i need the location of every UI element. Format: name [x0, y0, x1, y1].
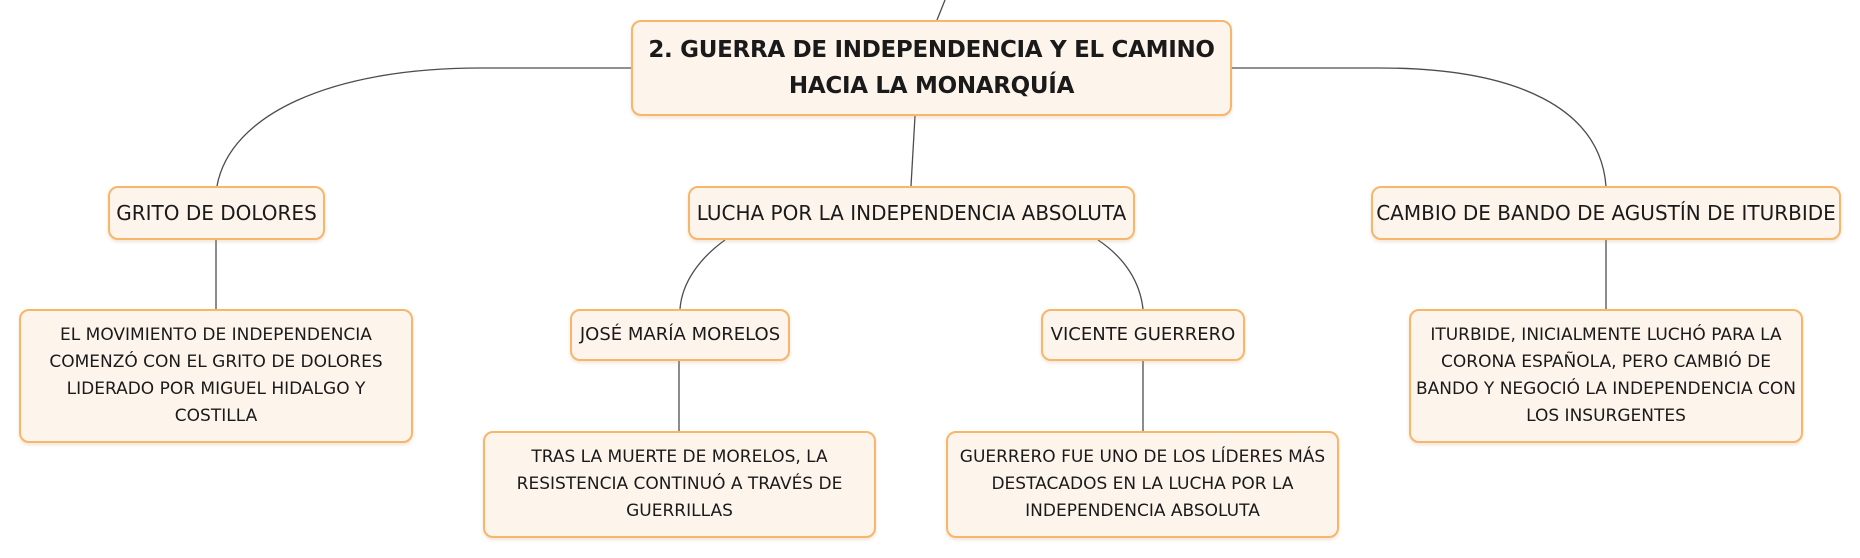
topic-node-lucha-independencia[interactable]: LUCHA POR LA INDEPENDENCIA ABSOLUTA: [688, 186, 1135, 240]
topic-label: CAMBIO DE BANDO DE AGUSTÍN DE ITURBIDE: [1376, 201, 1836, 225]
topic-node-iturbide-description[interactable]: ITURBIDE, INICIALMENTE LUCHÓ PARA LA COR…: [1409, 309, 1803, 443]
topic-node-cambio-de-bando[interactable]: CAMBIO DE BANDO DE AGUSTÍN DE ITURBIDE: [1371, 186, 1841, 240]
connector-root-to-lucha: [910, 115, 916, 187]
topic-node-morelos-description[interactable]: TRAS LA MUERTE DE MORELOS, LA RESISTENCI…: [483, 431, 876, 538]
topic-label: JOSÉ MARÍA MORELOS: [579, 324, 781, 345]
topic-label: LUCHA POR LA INDEPENDENCIA ABSOLUTA: [696, 201, 1127, 225]
topic-label: GRITO DE DOLORES: [116, 201, 317, 225]
topic-node-grito-de-dolores[interactable]: GRITO DE DOLORES: [108, 186, 325, 240]
topic-node-grito-description[interactable]: EL MOVIMIENTO DE INDEPENDENCIA COMENZÓ C…: [19, 309, 413, 443]
topic-description: EL MOVIMIENTO DE INDEPENDENCIA COMENZÓ C…: [49, 325, 383, 426]
connector-root-to-grito: [216, 67, 631, 187]
root-topic-node[interactable]: 2. GUERRA DE INDEPENDENCIA Y EL CAMINO H…: [631, 20, 1232, 116]
topic-description: GUERRERO FUE UNO DE LOS LÍDERES MÁS DEST…: [959, 447, 1326, 521]
topic-label: VICENTE GUERRERO: [1050, 324, 1236, 345]
topic-node-guerrero-description[interactable]: GUERRERO FUE UNO DE LOS LÍDERES MÁS DEST…: [946, 431, 1339, 538]
topic-node-vicente-guerrero[interactable]: VICENTE GUERRERO: [1041, 309, 1245, 361]
connector-lucha-to-guerrero: [1097, 239, 1144, 310]
connector-root-to-cambio: [1232, 67, 1607, 187]
root-topic-title: 2. GUERRA DE INDEPENDENCIA Y EL CAMINO H…: [648, 37, 1215, 99]
connector-lucha-to-morelos: [679, 239, 726, 310]
topic-description: TRAS LA MUERTE DE MORELOS, LA RESISTENCI…: [516, 447, 843, 521]
topic-description: ITURBIDE, INICIALMENTE LUCHÓ PARA LA COR…: [1416, 325, 1796, 426]
topic-node-jose-maria-morelos[interactable]: JOSÉ MARÍA MORELOS: [570, 309, 790, 361]
connector-parent-to-root: [936, 0, 946, 21]
